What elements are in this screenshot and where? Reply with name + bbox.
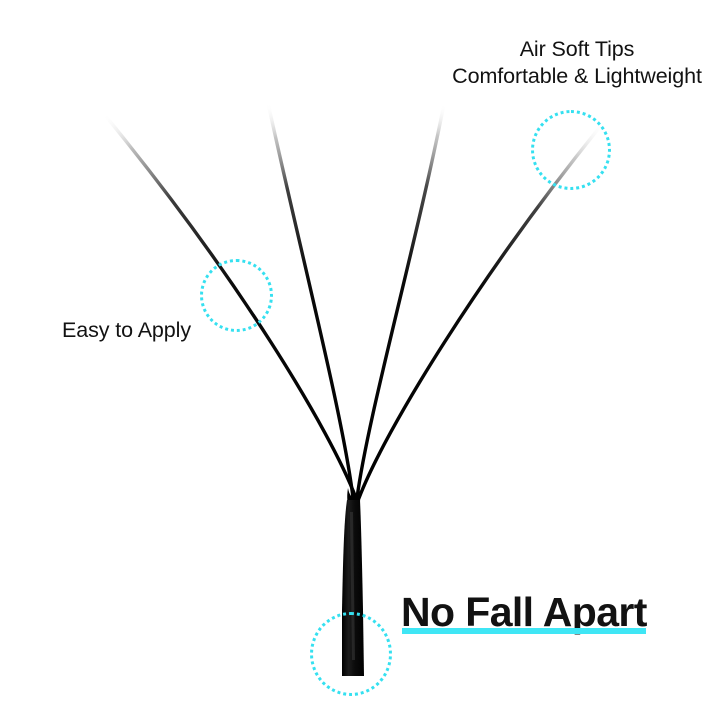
callout-no-fall-apart: No Fall Apart <box>401 589 647 635</box>
highlight-circle-no-fall-apart <box>310 612 392 696</box>
lash-fiber-3 <box>355 102 446 500</box>
highlight-circle-air-soft-tips <box>531 110 611 190</box>
callout-no-fall-apart-underline <box>402 628 646 634</box>
lash-fiber-2 <box>266 101 355 500</box>
highlight-circle-easy-to-apply <box>200 259 273 332</box>
callout-air-soft-tips-line2: Comfortable & Lightweight <box>452 64 702 88</box>
lash-fiber-1 <box>102 112 358 500</box>
callout-air-soft-tips-line1: Air Soft Tips <box>519 37 635 61</box>
callout-air-soft-tips: Air Soft Tips Comfortable & Lightweight <box>440 36 714 90</box>
callout-easy-to-apply: Easy to Apply <box>62 318 191 342</box>
